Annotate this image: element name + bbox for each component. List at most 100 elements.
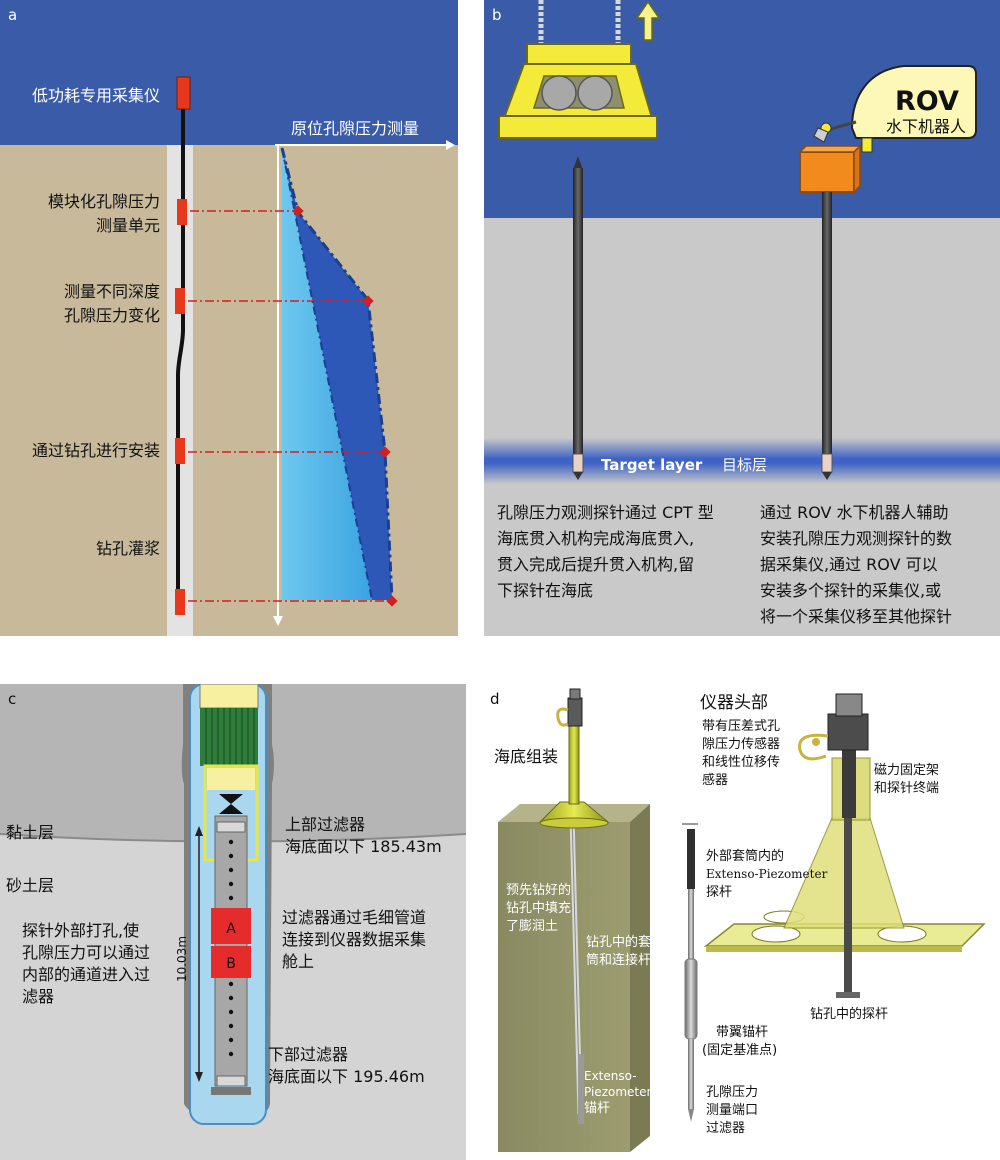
sensor-unit-1 (177, 199, 187, 225)
sand-layer-label: 砂土层 (6, 876, 54, 895)
measure-title: 原位孔隙压力测量 (291, 119, 419, 138)
probe-left (572, 156, 584, 480)
head-description: 带有压差式孔 隙压力传感器 和线性位移传 感器 (702, 719, 780, 788)
svg-text:感器: 感器 (702, 772, 728, 788)
svg-text:带翼锚杆: 带翼锚杆 (716, 1025, 768, 1040)
connector-head (200, 708, 258, 766)
target-label-en: Target layer (601, 456, 703, 474)
instrument-head (703, 693, 986, 998)
svg-text:下探针在海底: 下探针在海底 (497, 581, 593, 600)
casing-description: 钻孔中的套 筒和连接杆 (586, 934, 651, 968)
sensor-label-line2: 测量单元 (96, 216, 160, 235)
svg-text:探针外部打孔,使: 探针外部打孔,使 (22, 921, 139, 940)
svg-text:隙压力传感器: 隙压力传感器 (702, 736, 780, 752)
svg-text:过滤器通过毛细管道: 过滤器通过毛细管道 (282, 908, 426, 927)
port-filter-description: 孔隙压力 测量端口 过滤器 (706, 1085, 758, 1136)
head-title: 仪器头部 (700, 693, 768, 713)
svg-text:海底面以下 185.43m: 海底面以下 185.43m (285, 837, 442, 856)
panel-b: b ROV 水下机器人 Target layer 目标层 孔隙压力观测探针通过 … (484, 0, 1000, 636)
valve-icon (219, 794, 243, 804)
logger-label: 低功耗专用采集仪 (32, 86, 160, 105)
up-arrow-icon (635, 0, 661, 41)
winged-anchor-description: 带翼锚杆 (固定基准点) (702, 1025, 777, 1058)
depth-label-line2: 孔隙压力变化 (64, 306, 160, 325)
length-label: 10.03m (175, 936, 189, 982)
cpt-frame (498, 0, 658, 139)
measure-points (292, 205, 398, 607)
magnet-description: 磁力固定架 和探针终端 (874, 763, 939, 796)
svg-text:了膨润土: 了膨润土 (506, 919, 558, 934)
panel-letter: a (8, 6, 17, 24)
depth-label-line1: 测量不同深度 (64, 282, 160, 301)
block-a-label: A (226, 921, 236, 937)
block-b (211, 946, 251, 978)
svg-text:钻孔中的套: 钻孔中的套 (586, 934, 651, 950)
sensor-unit-2 (175, 288, 185, 314)
svg-text:过滤器: 过滤器 (706, 1121, 745, 1136)
panel-c-diagram: c 黏土层 砂土层 探针外部打孔,使 孔隙压力可以通过 内部的通道进入过 滤器 … (0, 684, 466, 1160)
panel-d-diagram: d 海底组装 仪器头部 带有压差式孔 隙压力传感器 和线性位移传 感器 磁力固定… (484, 684, 1000, 1160)
clay-layer-label: 黏土层 (6, 823, 54, 842)
seafloor-assembly-label: 海底组装 (494, 747, 558, 766)
svg-text:安装多个探针的采集仪,或: 安装多个探针的采集仪,或 (760, 581, 941, 600)
svg-text:带有压差式孔: 带有压差式孔 (702, 719, 780, 734)
svg-text:Extenso-Piezometer: Extenso-Piezometer (706, 867, 828, 881)
assembly-head (538, 688, 610, 829)
bentonite-description: 预先钻好的 钻孔中填充 了膨润土 (506, 882, 571, 934)
sensor-unit-4 (175, 589, 185, 615)
probe-right (821, 192, 833, 480)
soil-block (498, 804, 650, 1152)
svg-text:孔隙压力: 孔隙压力 (706, 1085, 758, 1100)
svg-text:据采集仪,通过 ROV 可以: 据采集仪,通过 ROV 可以 (760, 555, 938, 574)
svg-text:内部的通道进入过: 内部的通道进入过 (22, 965, 150, 984)
upper-filter-label: 上部过滤器 海底面以下 185.43m (285, 815, 442, 856)
svg-text:舱上: 舱上 (282, 952, 314, 971)
sensor-unit-3 (175, 438, 185, 464)
svg-text:钻孔中填充: 钻孔中填充 (506, 900, 571, 916)
svg-text:孔隙压力观测探针通过 CPT 型: 孔隙压力观测探针通过 CPT 型 (497, 503, 714, 522)
svg-text:孔隙压力可以通过: 孔隙压力可以通过 (22, 943, 150, 962)
extenso-rod (682, 823, 698, 1122)
cable (176, 80, 185, 600)
panel-b-diagram: b ROV 水下机器人 Target layer 目标层 孔隙压力观测探针通过 … (484, 0, 1000, 636)
svg-text:磁力固定架: 磁力固定架 (874, 763, 939, 778)
svg-text:探杆: 探杆 (706, 885, 732, 900)
left-description: 孔隙压力观测探针通过 CPT 型 海底贯入机构完成海底贯入, 贯入完成后提升贯入… (497, 503, 714, 600)
svg-text:锚杆: 锚杆 (584, 1101, 610, 1116)
panel-a: a 原位孔隙压力测量 低功耗专用采集仪 模块化孔隙压力 测量单元 测量不同深度 … (0, 0, 475, 636)
svg-text:将一个采集仪移至其他探针: 将一个采集仪移至其他探针 (760, 607, 952, 626)
probe-in-hole-label: 钻孔中的探杆 (810, 1006, 888, 1022)
panel-letter: b (492, 6, 502, 24)
seabed-background (484, 218, 1000, 636)
panel-letter: c (8, 690, 16, 708)
right-description: 通过 ROV 水下机器人辅助 安装孔隙压力观测探针的数 据采集仪,通过 ROV … (760, 503, 952, 626)
svg-text:下部过滤器: 下部过滤器 (268, 1045, 348, 1064)
assembly-rod (569, 815, 584, 1124)
svg-text:筒和连接杆: 筒和连接杆 (586, 952, 651, 968)
svg-text:测量端口: 测量端口 (706, 1103, 758, 1118)
sensor-label-line1: 模块化孔隙压力 (48, 192, 160, 211)
svg-text:Piezometer: Piezometer (584, 1085, 651, 1099)
block-a (211, 908, 251, 944)
svg-text:预先钻好的: 预先钻好的 (506, 882, 571, 898)
panel-c: c 黏土层 砂土层 探针外部打孔,使 孔隙压力可以通过 内部的通道进入过 滤器 … (0, 684, 466, 1160)
svg-text:海底贯入机构完成海底贯入,: 海底贯入机构完成海底贯入, (497, 529, 694, 548)
svg-text:Extenso-: Extenso- (584, 1069, 637, 1083)
water-background (0, 0, 475, 145)
panel-letter: d (490, 690, 500, 708)
svg-text:连接到仪器数据采集: 连接到仪器数据采集 (282, 930, 426, 949)
perforations (228, 839, 234, 1057)
svg-text:(固定基准点): (固定基准点) (702, 1043, 777, 1058)
target-layer (484, 438, 1000, 484)
svg-text:滤器: 滤器 (22, 987, 54, 1006)
logger-unit (176, 76, 191, 110)
seabed-background (0, 145, 475, 636)
panel-d: d 海底组装 仪器头部 带有压差式孔 隙压力传感器 和线性位移传 感器 磁力固定… (484, 684, 1000, 1160)
rov-subtitle: 水下机器人 (886, 117, 966, 136)
svg-text:上部过滤器: 上部过滤器 (285, 815, 365, 834)
rov-title: ROV (895, 86, 959, 117)
svg-text:和探针终端: 和探针终端 (874, 780, 939, 796)
install-label: 通过钻孔进行安装 (32, 441, 160, 460)
svg-text:通过 ROV 水下机器人辅助: 通过 ROV 水下机器人辅助 (760, 503, 949, 522)
svg-text:海底面以下 195.46m: 海底面以下 195.46m (268, 1067, 425, 1086)
